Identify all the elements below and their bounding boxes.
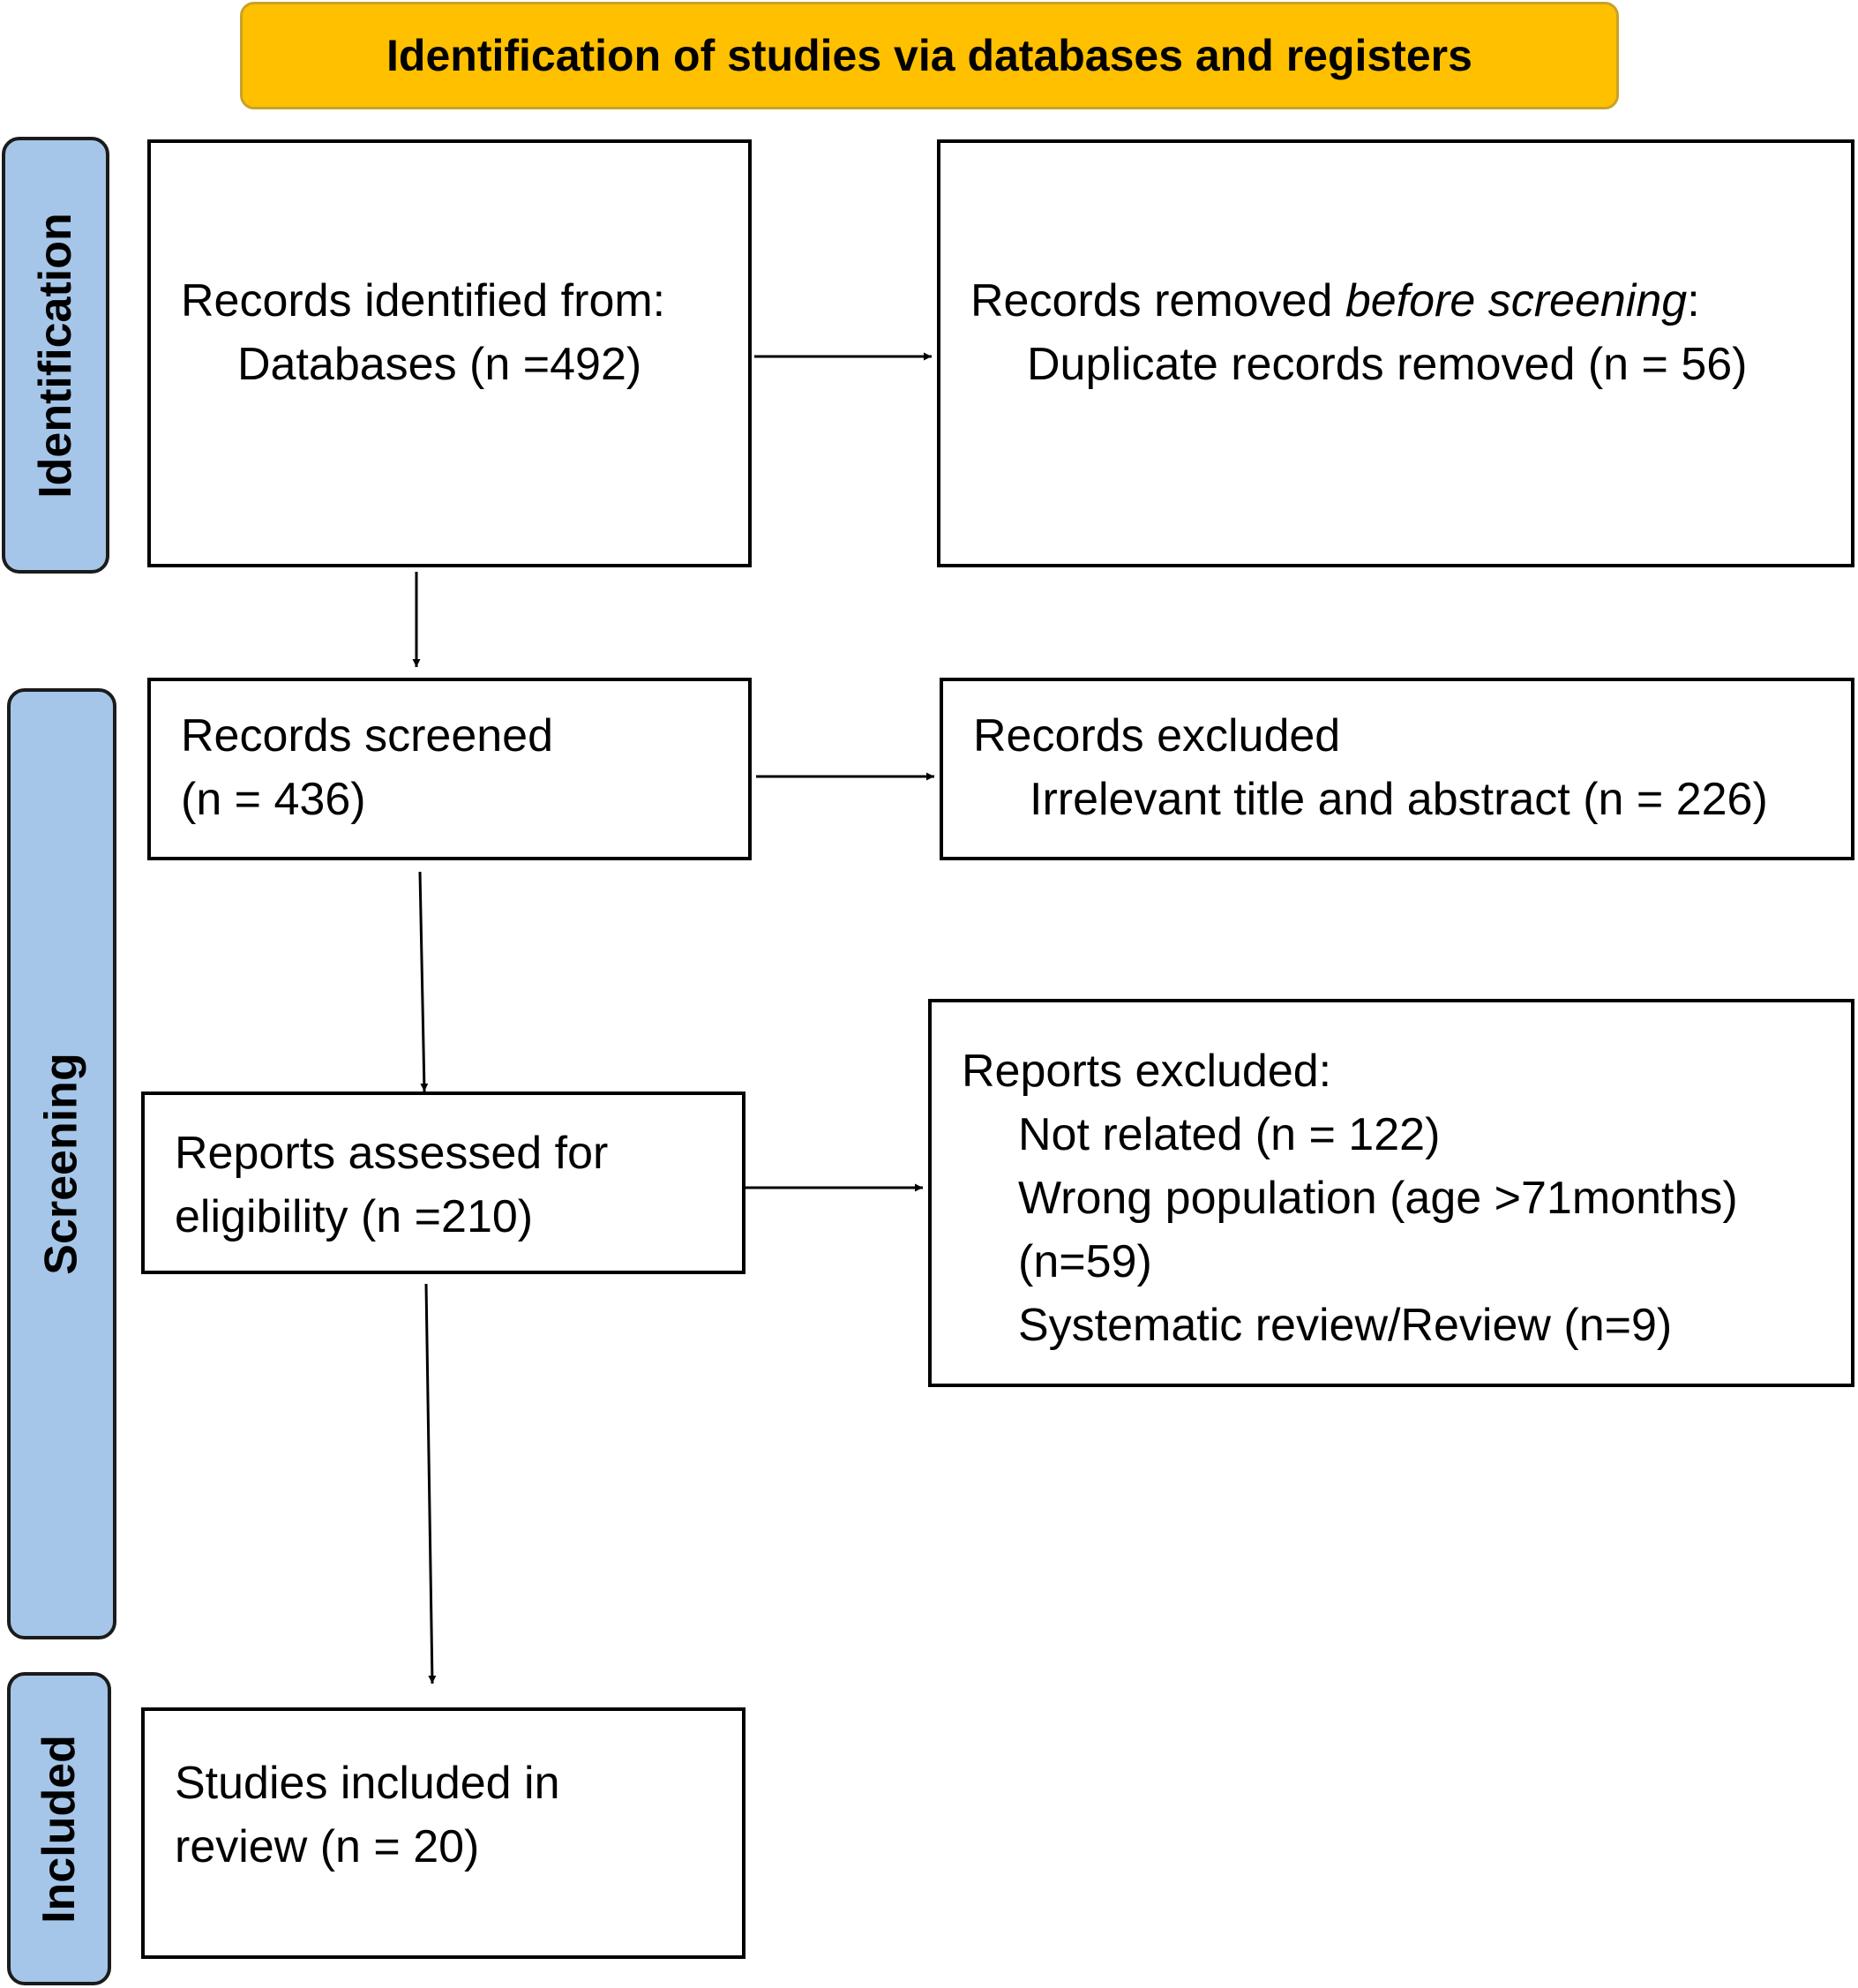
reports-assessed-box: Reports assessed for eligibility (n =210… bbox=[141, 1092, 745, 1274]
records-excluded-heading: Records excluded bbox=[973, 710, 1341, 761]
systematic-review-count: Systematic review/Review (n=9) bbox=[1018, 1300, 1673, 1351]
diagram-title: Identification of studies via databases … bbox=[240, 2, 1619, 109]
records-screened-box: Records screened (n = 436) bbox=[147, 678, 752, 860]
reports-excluded-box: Reports excluded: Not related (n = 122) … bbox=[928, 999, 1854, 1387]
records-screened-count: (n = 436) bbox=[181, 774, 366, 825]
records-screened-heading: Records screened bbox=[181, 710, 553, 761]
records-removed-italic: before screening bbox=[1345, 275, 1688, 326]
irrelevant-title-abstract: Irrelevant title and abstract (n = 226) bbox=[1030, 774, 1768, 825]
studies-included-heading: Studies included in bbox=[175, 1758, 560, 1809]
arrow-screened-to-assessed bbox=[418, 871, 429, 1092]
records-removed-heading: Records removed before screening: bbox=[970, 269, 1851, 333]
phase-identification: Identification bbox=[2, 137, 109, 574]
reports-excluded-heading: Reports excluded: bbox=[962, 1046, 1332, 1097]
wrong-population-count: (n=59) bbox=[1018, 1236, 1152, 1287]
not-related-count: Not related (n = 122) bbox=[1018, 1109, 1441, 1160]
duplicate-records-removed: Duplicate records removed (n = 56) bbox=[1027, 339, 1748, 390]
reports-assessed-heading: Reports assessed for bbox=[175, 1128, 609, 1179]
records-excluded-box: Records excluded Irrelevant title and ab… bbox=[940, 678, 1854, 860]
arrow-assessed-to-included bbox=[424, 1283, 437, 1684]
phase-included: Included bbox=[7, 1672, 111, 1985]
reports-assessed-count: eligibility (n =210) bbox=[175, 1191, 534, 1242]
records-identified-databases: Databases (n =492) bbox=[237, 339, 642, 390]
records-identified-box: Records identified from: Databases (n =4… bbox=[147, 139, 752, 567]
records-removed-prefix: Records removed bbox=[970, 275, 1345, 326]
phase-screening: Screening bbox=[7, 688, 116, 1639]
studies-included-count: review (n = 20) bbox=[175, 1821, 480, 1872]
records-removed-box: Records removed before screening: Duplic… bbox=[937, 139, 1854, 567]
records-identified-heading: Records identified from: bbox=[181, 275, 666, 326]
records-removed-suffix: : bbox=[1687, 275, 1700, 326]
wrong-population: Wrong population (age >71months) bbox=[1018, 1173, 1738, 1224]
studies-included-box: Studies included in review (n = 20) bbox=[141, 1707, 745, 1959]
